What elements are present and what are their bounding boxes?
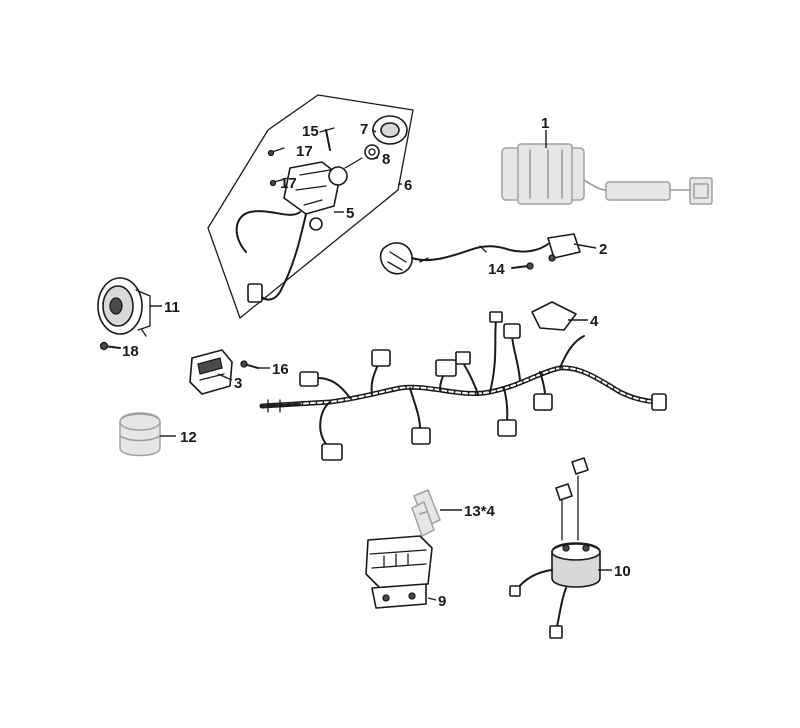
part-9-fuse-box[interactable] (365, 535, 433, 609)
part-12-buzzer[interactable] (119, 412, 161, 457)
callout-18: 18 (122, 343, 139, 360)
part-14-screw[interactable] (511, 262, 534, 270)
part-10-starter-relay[interactable] (509, 457, 601, 639)
ignition-switch-assembly[interactable] (207, 94, 414, 319)
callout-14: 14 (488, 261, 505, 278)
callout-13: 13*4 (464, 503, 496, 520)
callout-4: 4 (590, 313, 599, 330)
part-13-fuse[interactable] (411, 489, 441, 537)
callout-17a: 17 (296, 143, 313, 160)
callout-12: 12 (180, 429, 197, 446)
callout-10: 10 (614, 563, 631, 580)
part-18-bolt[interactable] (99, 341, 121, 351)
part-11-horn[interactable] (97, 277, 151, 337)
callout-8: 8 (382, 151, 390, 168)
part-4-wiring-harness[interactable] (259, 301, 667, 461)
callout-9: 9 (438, 593, 446, 610)
callout-5: 5 (346, 205, 354, 222)
part-3-relay[interactable] (189, 349, 233, 395)
callout-3: 3 (234, 375, 242, 392)
callout-2: 2 (599, 241, 607, 258)
callout-16: 16 (272, 361, 289, 378)
part-16-screw[interactable] (240, 360, 259, 369)
callout-11: 11 (164, 299, 180, 316)
part-2-sensor[interactable] (379, 233, 581, 275)
callout-7: 7 (360, 121, 368, 138)
callout-6: 6 (404, 177, 412, 194)
part-1-regulator[interactable] (501, 143, 713, 205)
callout-17b: 17 (280, 175, 297, 192)
callouts: 1 2 3 4 5 6 7 8 9 10 11 12 13*4 14 15 16… (122, 115, 631, 610)
callout-1: 1 (541, 115, 549, 132)
leader-lines (150, 129, 612, 601)
callout-15: 15 (302, 123, 319, 140)
